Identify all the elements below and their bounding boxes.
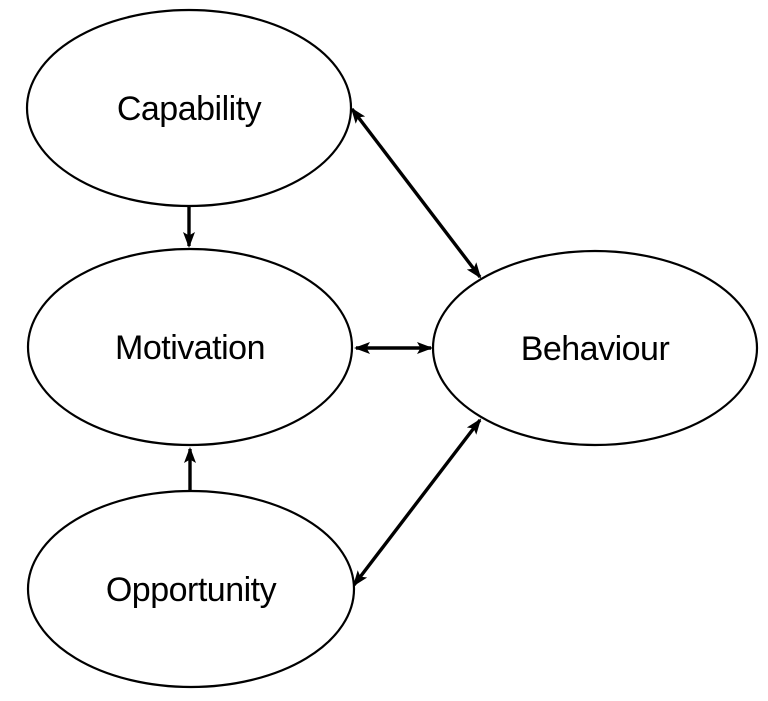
node-opportunity: Opportunity	[26, 489, 356, 689]
behaviour-label: Behaviour	[521, 330, 670, 368]
edge-capability-behaviour-mutual	[350, 107, 482, 279]
capability-label: Capability	[117, 90, 262, 128]
motivation-label: Motivation	[115, 329, 265, 367]
node-behaviour: Behaviour	[431, 249, 759, 447]
opportunity-label: Opportunity	[106, 571, 277, 609]
node-motivation: Motivation	[26, 247, 354, 447]
behaviour-ellipse	[431, 249, 759, 447]
capability-ellipse	[25, 8, 353, 208]
edge-opportunity-behaviour-mutual	[352, 418, 482, 587]
motivation-ellipse	[26, 247, 354, 447]
opportunity-ellipse	[26, 489, 356, 689]
node-capability: Capability	[25, 8, 353, 208]
